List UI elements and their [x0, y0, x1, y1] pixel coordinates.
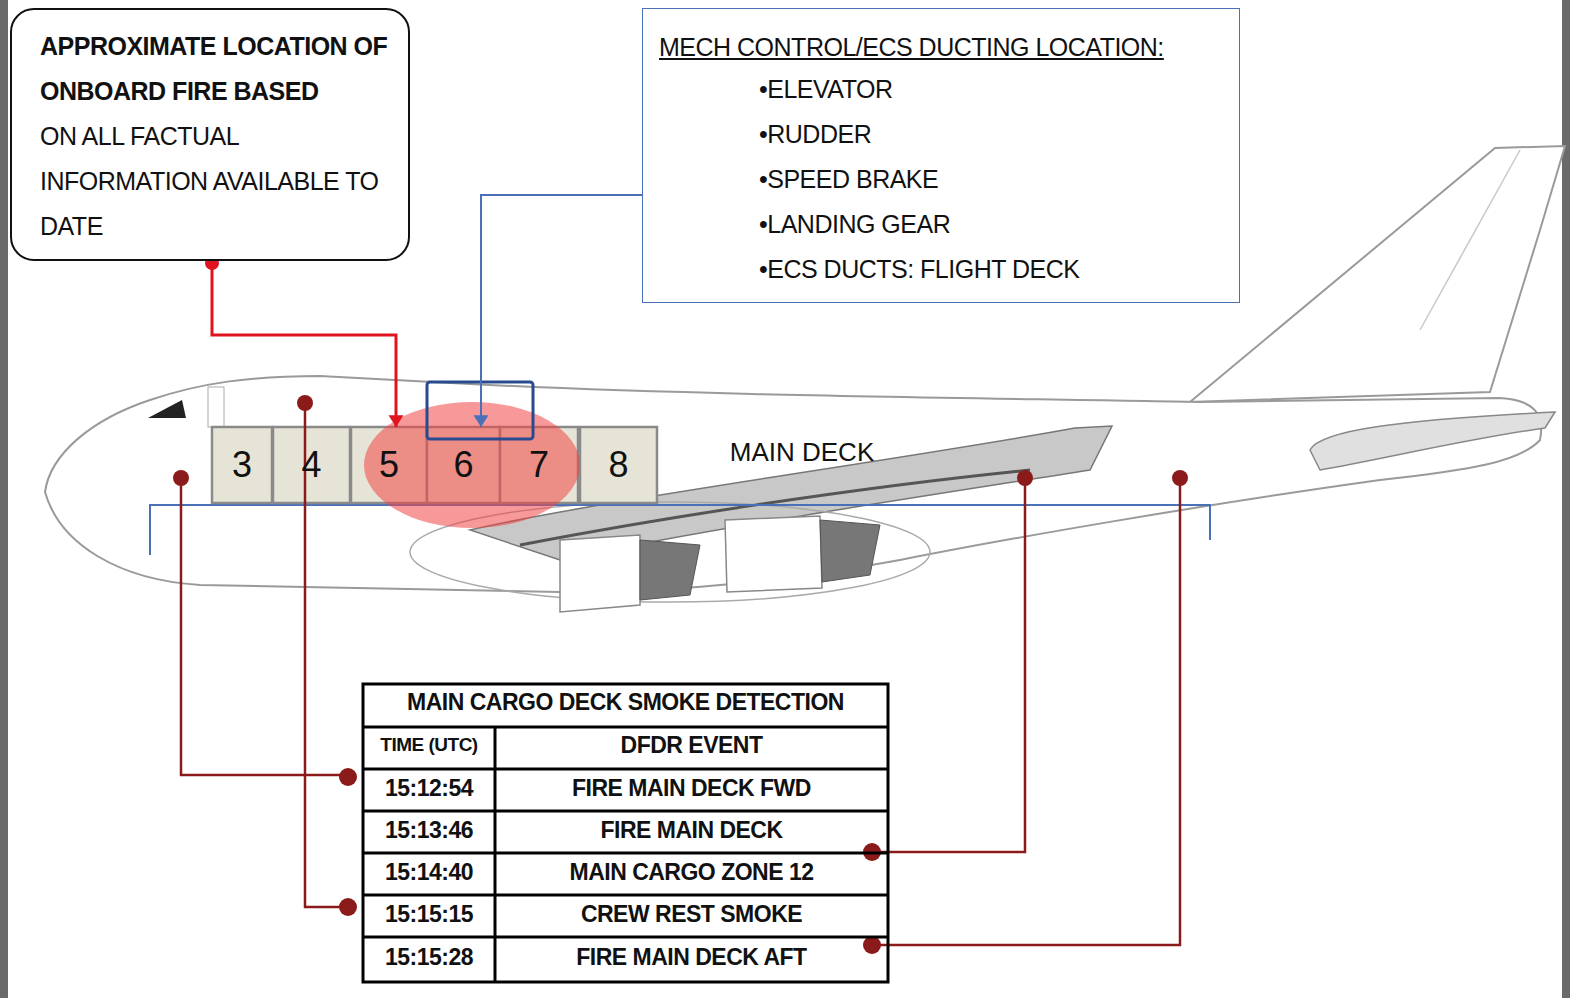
cockpit-window — [148, 400, 186, 418]
position-number: 7 — [529, 444, 549, 486]
note-heading: MECH CONTROL/ECS DUCTING LOCATION: — [659, 25, 1225, 70]
bullet-item: •ELEVATOR — [759, 67, 1225, 112]
frame-left — [0, 0, 8, 998]
table-cell: MAIN CARGO ZONE 12 — [495, 859, 888, 886]
main-deck-line — [150, 505, 1210, 555]
note-box: MECH CONTROL/ECS DUCTING LOCATION:•ELEVA… — [642, 8, 1240, 303]
engine — [725, 516, 822, 592]
detector-dots — [173, 395, 1188, 954]
cargo-position: 6 — [427, 427, 500, 503]
engine-nozzle — [820, 520, 880, 582]
bullet-item: •ECS DUCTS: FLIGHT DECK — [759, 247, 1225, 292]
callout-box: APPROXIMATE LOCATION OF ONBOARD FIRE BAS… — [10, 8, 410, 261]
bullet-item: •SPEED BRAKE — [759, 157, 1225, 202]
cargo-position: 5 — [351, 427, 427, 503]
position-number: 6 — [453, 444, 473, 486]
table-cell: 15:14:40 — [363, 859, 495, 886]
connector — [473, 195, 642, 427]
tail-fin — [1190, 146, 1565, 402]
table-cell: CREW REST SMOKE — [495, 901, 888, 928]
table-cell: FIRE MAIN DECK AFT — [495, 944, 888, 971]
cargo-position: 7 — [500, 427, 578, 503]
horizontal-stabilizer — [1310, 412, 1555, 470]
table-cell: FIRE MAIN DECK FWD — [495, 775, 888, 802]
table-cell: 15:15:28 — [363, 944, 495, 971]
fin-detail — [1420, 150, 1520, 330]
table-title: MAIN CARGO DECK SMOKE DETECTION — [363, 689, 888, 716]
cargo-position: 8 — [580, 427, 657, 503]
cargo-position: 4 — [273, 427, 350, 503]
position-number: 3 — [232, 444, 252, 486]
bullet-item: •RUDDER — [759, 112, 1225, 157]
callout-heading: APPROXIMATE LOCATION OF ONBOARD FIRE BAS… — [40, 24, 390, 114]
callout-text: ON ALL FACTUAL INFORMATION AVAILABLE TO … — [40, 114, 390, 249]
bullet-item: •LANDING GEAR — [759, 202, 1225, 247]
cargo-position: 3 — [212, 427, 272, 503]
table-grid — [363, 684, 888, 982]
leader-lines — [181, 403, 1180, 945]
table-cell: 15:15:15 — [363, 901, 495, 928]
engine — [560, 535, 640, 612]
position-number: 8 — [608, 444, 628, 486]
engine-nozzle — [640, 540, 700, 600]
table-cell: 15:13:46 — [363, 817, 495, 844]
fire-area — [364, 402, 580, 528]
door — [208, 387, 224, 427]
table-cell: 15:12:54 — [363, 775, 495, 802]
table-cell: TIME (UTC) — [363, 734, 495, 756]
deck-label: MAIN DECK — [722, 437, 882, 468]
table-cell: FIRE MAIN DECK — [495, 817, 888, 844]
table-cell: DFDR EVENT — [495, 732, 888, 759]
fuselage — [45, 376, 1541, 592]
position-number: 5 — [379, 444, 399, 486]
connector — [205, 256, 404, 427]
position-number: 4 — [301, 444, 321, 486]
